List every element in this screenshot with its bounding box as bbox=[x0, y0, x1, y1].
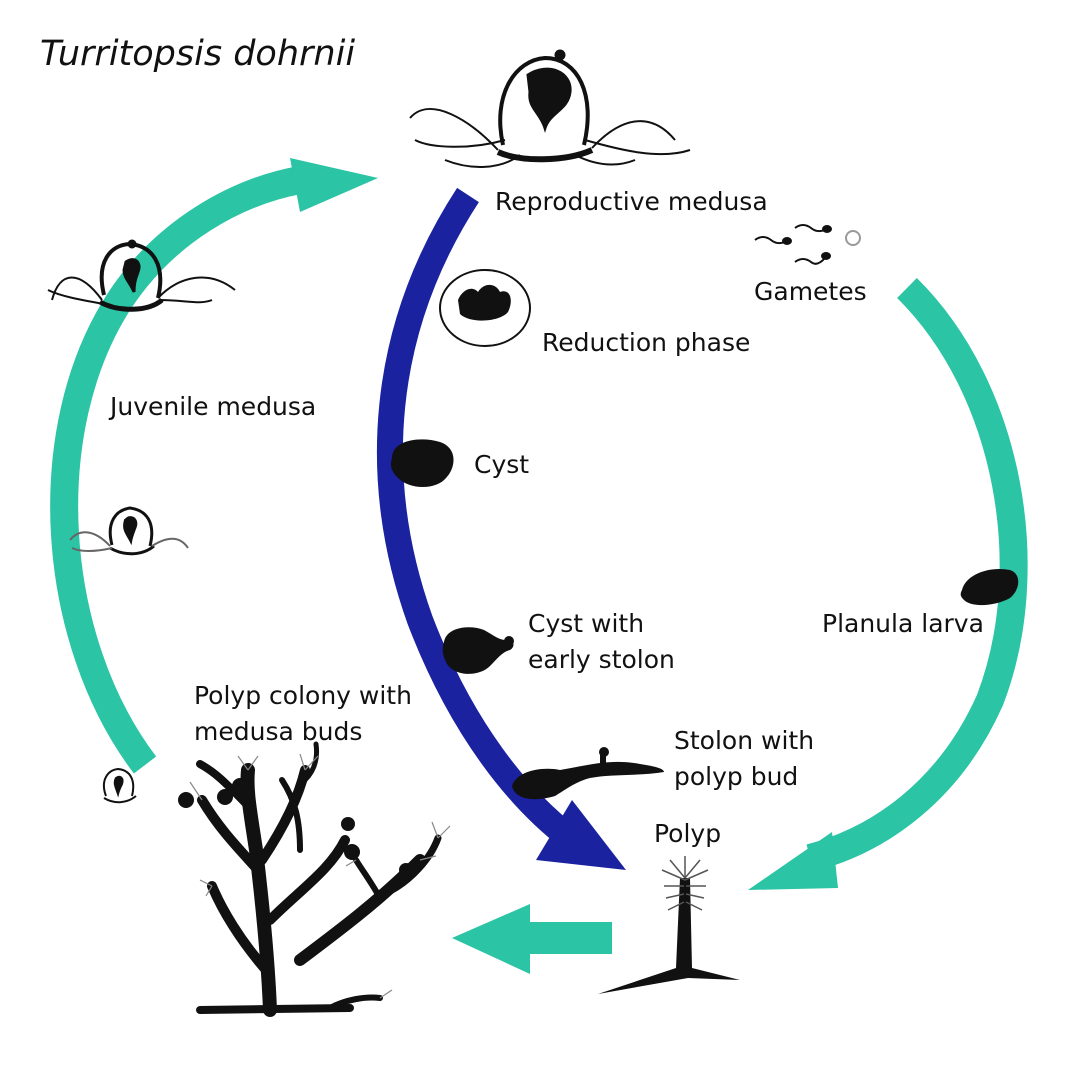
juvenile-medusa-icon bbox=[47, 239, 236, 312]
label-reduction-phase: Reduction phase bbox=[542, 328, 751, 357]
stolon-with-bud-icon bbox=[512, 747, 664, 800]
label-polyp: Polyp bbox=[654, 819, 722, 848]
label-cyst-with-line1: Cyst with bbox=[528, 609, 645, 638]
small-medusa-icon bbox=[69, 506, 189, 556]
bottom-cycle-arrow bbox=[452, 904, 612, 974]
label-cyst: Cyst bbox=[474, 450, 530, 479]
label-planula-larva: Planula larva bbox=[822, 609, 984, 638]
polyp-icon bbox=[598, 856, 740, 994]
diagram-title: Turritopsis dohrnii bbox=[40, 34, 356, 74]
left-cycle-arrow bbox=[50, 158, 378, 774]
label-juvenile-medusa: Juvenile medusa bbox=[110, 392, 317, 421]
reduction-phase-icon bbox=[439, 269, 531, 347]
label-cyst-with-line2: early stolon bbox=[528, 645, 675, 674]
label-stolon-line1: Stolon with bbox=[674, 726, 815, 755]
medusa-bud-icon bbox=[102, 767, 137, 804]
polyp-colony-icon bbox=[178, 741, 451, 1017]
label-polyp-colony-line1: Polyp colony with bbox=[194, 681, 412, 710]
label-stolon-line2: polyp bud bbox=[674, 762, 799, 791]
label-polyp-colony-line2: medusa buds bbox=[194, 717, 363, 746]
planula-larva-icon bbox=[960, 568, 1019, 606]
label-reproductive-medusa: Reproductive medusa bbox=[495, 187, 768, 216]
right-cycle-arrow bbox=[748, 278, 1028, 890]
gametes-icon bbox=[754, 224, 861, 265]
cyst-with-stolon-icon bbox=[442, 627, 514, 674]
cyst-icon bbox=[390, 439, 454, 487]
label-gametes: Gametes bbox=[754, 277, 867, 306]
reproductive-medusa-icon bbox=[409, 49, 691, 168]
